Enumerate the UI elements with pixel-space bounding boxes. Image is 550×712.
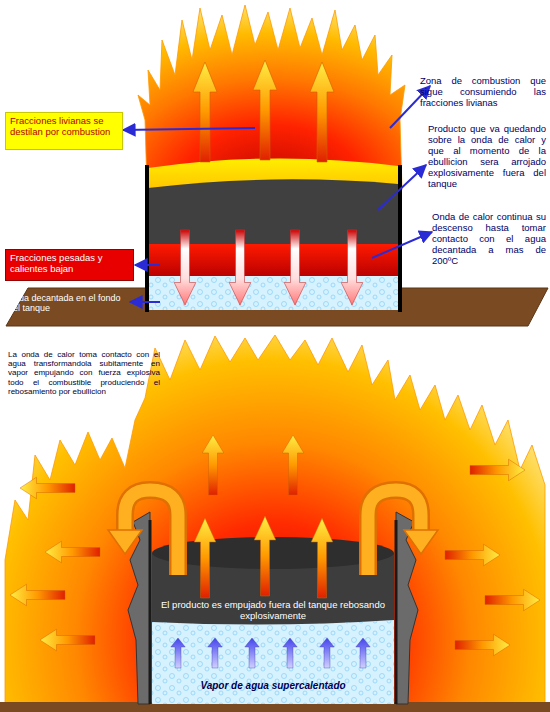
side-arrow xyxy=(485,589,540,611)
side-arrow xyxy=(445,544,500,566)
node-text: El producto es empujado fuera del tanque… xyxy=(160,600,386,622)
side-arrow xyxy=(20,477,75,499)
up-arrow xyxy=(194,518,216,598)
leader-arrow xyxy=(372,232,432,258)
up-arrow xyxy=(202,435,224,495)
overflow-arrow-head xyxy=(108,530,142,554)
leader-arrow xyxy=(123,128,255,130)
flame xyxy=(5,335,545,706)
up-arrow xyxy=(193,62,217,162)
light-fraction-box: Fracciones livianas se destilan por comb… xyxy=(5,112,123,150)
node-text: Fracciones pesadas y calientes bajan xyxy=(10,253,129,275)
heavy-fraction-box: Fracciones pesadas y calientes bajan xyxy=(5,249,134,281)
down-arrow xyxy=(341,230,363,305)
up-arrow xyxy=(310,62,334,162)
steam-arrow xyxy=(171,638,185,668)
side-arrow xyxy=(470,459,525,481)
annotation-text: Producto que va quedando sobre la onda d… xyxy=(428,124,546,190)
steam-arrow xyxy=(208,638,222,668)
leader-arrow xyxy=(135,264,160,266)
steam-bubbles xyxy=(152,620,394,704)
flame xyxy=(138,5,405,190)
annotation-text: Agua decantada en el fondo del tanque xyxy=(8,293,130,314)
down-arrow xyxy=(284,230,306,305)
tank-wall xyxy=(145,165,149,312)
side-arrow xyxy=(10,584,65,606)
annotation-text: La onda de calor toma contacto con el ag… xyxy=(8,350,160,396)
annotation-text: Onda de calor continua su descenso hasta… xyxy=(432,212,546,267)
node-text: Fracciones livianas se destilan por comb… xyxy=(10,116,118,138)
steam-arrow xyxy=(245,638,259,668)
steam-band: Vapor de agua supercalentado xyxy=(152,680,394,698)
leader-arrow xyxy=(378,165,426,210)
side-arrow xyxy=(40,629,95,651)
down-arrow xyxy=(174,230,196,305)
up-arrow xyxy=(282,435,304,495)
steam-layer xyxy=(152,620,394,704)
annotation-text: Zona de combustion que sigue consumiendo… xyxy=(420,76,546,109)
steam-arrow xyxy=(283,638,297,668)
down-arrow xyxy=(229,230,251,305)
steam-arrow xyxy=(356,638,370,668)
side-arrow xyxy=(455,634,510,656)
product-band: El producto es empujado fuera del tanque… xyxy=(160,600,386,624)
side-arrow xyxy=(45,541,100,563)
tank-wall xyxy=(149,520,152,704)
steam-arrow xyxy=(320,638,334,668)
up-arrow xyxy=(254,516,276,596)
product-surface xyxy=(152,537,394,569)
node-text: Vapor de agua supercalentado xyxy=(152,680,394,691)
up-arrow xyxy=(253,60,277,160)
overflow-arrow-head xyxy=(404,530,438,554)
tank-wall xyxy=(395,520,398,704)
leader-arrow xyxy=(130,301,160,303)
up-arrow xyxy=(311,518,333,598)
